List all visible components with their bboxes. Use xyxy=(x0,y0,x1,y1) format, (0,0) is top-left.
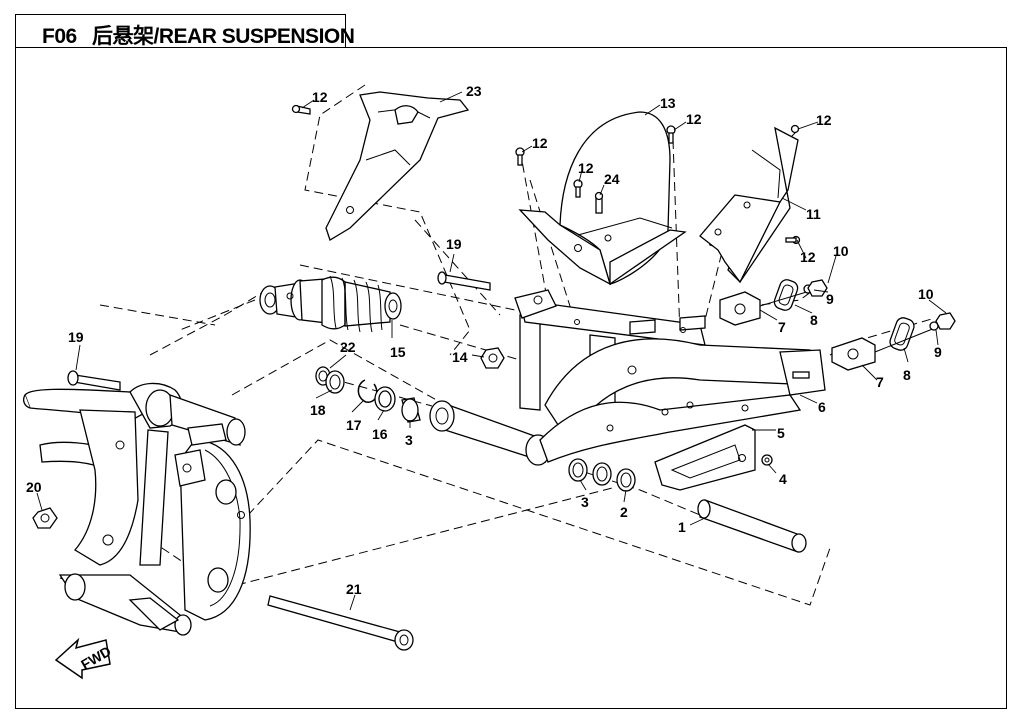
callout-labels: 1 2 3 3 4 5 6 7 7 8 8 9 9 10 10 11 12 12… xyxy=(26,83,942,597)
chain-guide xyxy=(654,424,773,491)
callout-20: 20 xyxy=(26,479,42,495)
callout-9: 9 xyxy=(934,344,942,360)
callout-8: 8 xyxy=(903,367,911,383)
section-title: 后悬架/REAR SUSPENSION xyxy=(92,25,355,48)
callout-23: 23 xyxy=(466,83,482,99)
upper-splash-guard xyxy=(291,91,470,241)
callout-6: 6 xyxy=(818,399,826,415)
callout-9: 9 xyxy=(826,291,834,307)
swing-arm xyxy=(429,289,826,466)
bolts-and-nuts xyxy=(32,271,505,529)
callout-13: 13 xyxy=(660,95,676,111)
callout-12: 12 xyxy=(816,112,832,128)
chain-adjusters xyxy=(719,279,956,371)
callout-21: 21 xyxy=(346,581,362,597)
main-frame-section xyxy=(23,382,251,636)
callout-10: 10 xyxy=(833,243,849,259)
title-box: F06 后悬架/REAR SUSPENSION xyxy=(15,14,355,48)
rear-shock-absorber xyxy=(259,275,402,333)
callout-12: 12 xyxy=(800,249,816,265)
callout-7: 7 xyxy=(876,374,884,390)
callout-17: 17 xyxy=(346,417,362,433)
callout-1: 1 xyxy=(678,519,686,535)
callout-22: 22 xyxy=(340,339,356,355)
rear-fender xyxy=(518,111,687,286)
section-code: F06 xyxy=(42,25,77,48)
callout-14: 14 xyxy=(452,349,468,365)
side-guard-right xyxy=(699,126,799,284)
callout-2: 2 xyxy=(620,504,628,520)
callout-3: 3 xyxy=(405,432,413,448)
callout-18: 18 xyxy=(310,402,326,418)
callout-4: 4 xyxy=(779,471,787,487)
callout-5: 5 xyxy=(777,425,785,441)
callout-12: 12 xyxy=(686,111,702,127)
bushings-bearings xyxy=(315,366,636,492)
callout-15: 15 xyxy=(390,344,406,360)
fwd-direction-arrow: FWD xyxy=(54,637,114,680)
callout-16: 16 xyxy=(372,426,388,442)
leader-lines xyxy=(36,91,947,611)
callout-24: 24 xyxy=(604,171,620,187)
callout-10: 10 xyxy=(918,286,934,302)
callout-8: 8 xyxy=(810,312,818,328)
callout-12: 12 xyxy=(312,89,328,105)
pivot-bolt xyxy=(267,595,414,651)
callout-12: 12 xyxy=(532,135,548,151)
callout-7: 7 xyxy=(778,319,786,335)
rear-axle xyxy=(697,499,807,553)
drawing-frame xyxy=(15,47,1007,709)
callout-3: 3 xyxy=(581,494,589,510)
callout-19: 19 xyxy=(446,236,462,252)
callout-11: 11 xyxy=(806,206,821,222)
callout-19: 19 xyxy=(68,329,84,345)
callout-12: 12 xyxy=(578,160,594,176)
